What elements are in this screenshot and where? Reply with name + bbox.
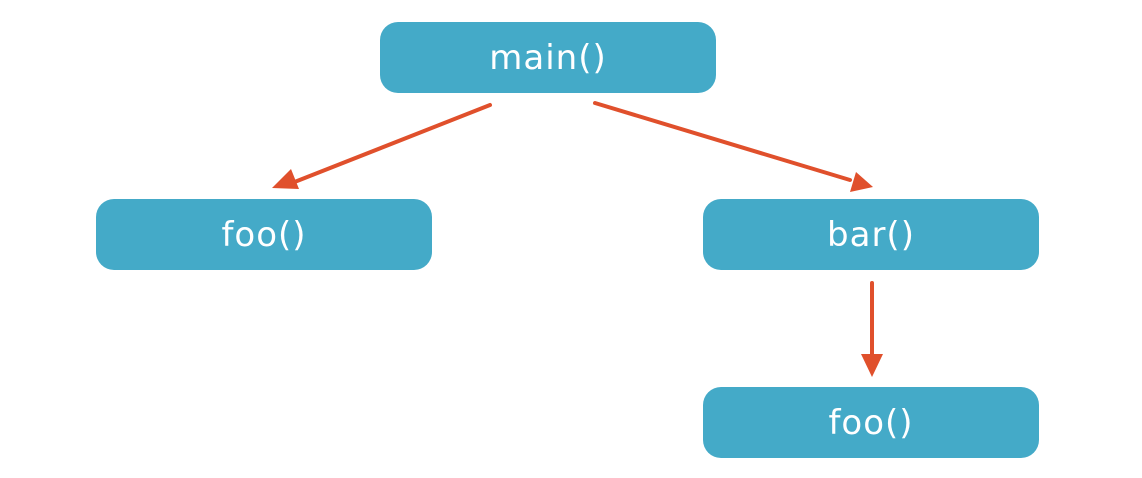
node-foo-left: foo() — [96, 199, 432, 270]
node-foo-bottom: foo() — [703, 387, 1039, 458]
edge-bar-to-foo — [861, 281, 883, 377]
node-main-label: main() — [489, 37, 607, 78]
node-bar: bar() — [703, 199, 1039, 270]
arrowhead-icon — [272, 169, 299, 189]
node-foo-bottom-label: foo() — [828, 402, 914, 443]
node-main: main() — [380, 22, 716, 93]
edge-main-to-bar — [593, 101, 873, 192]
node-bar-label: bar() — [827, 214, 915, 255]
node-foo-left-label: foo() — [221, 214, 307, 255]
arrowhead-icon — [861, 354, 883, 377]
arrowhead-icon — [850, 172, 873, 192]
edge-main-to-foo — [272, 103, 492, 189]
